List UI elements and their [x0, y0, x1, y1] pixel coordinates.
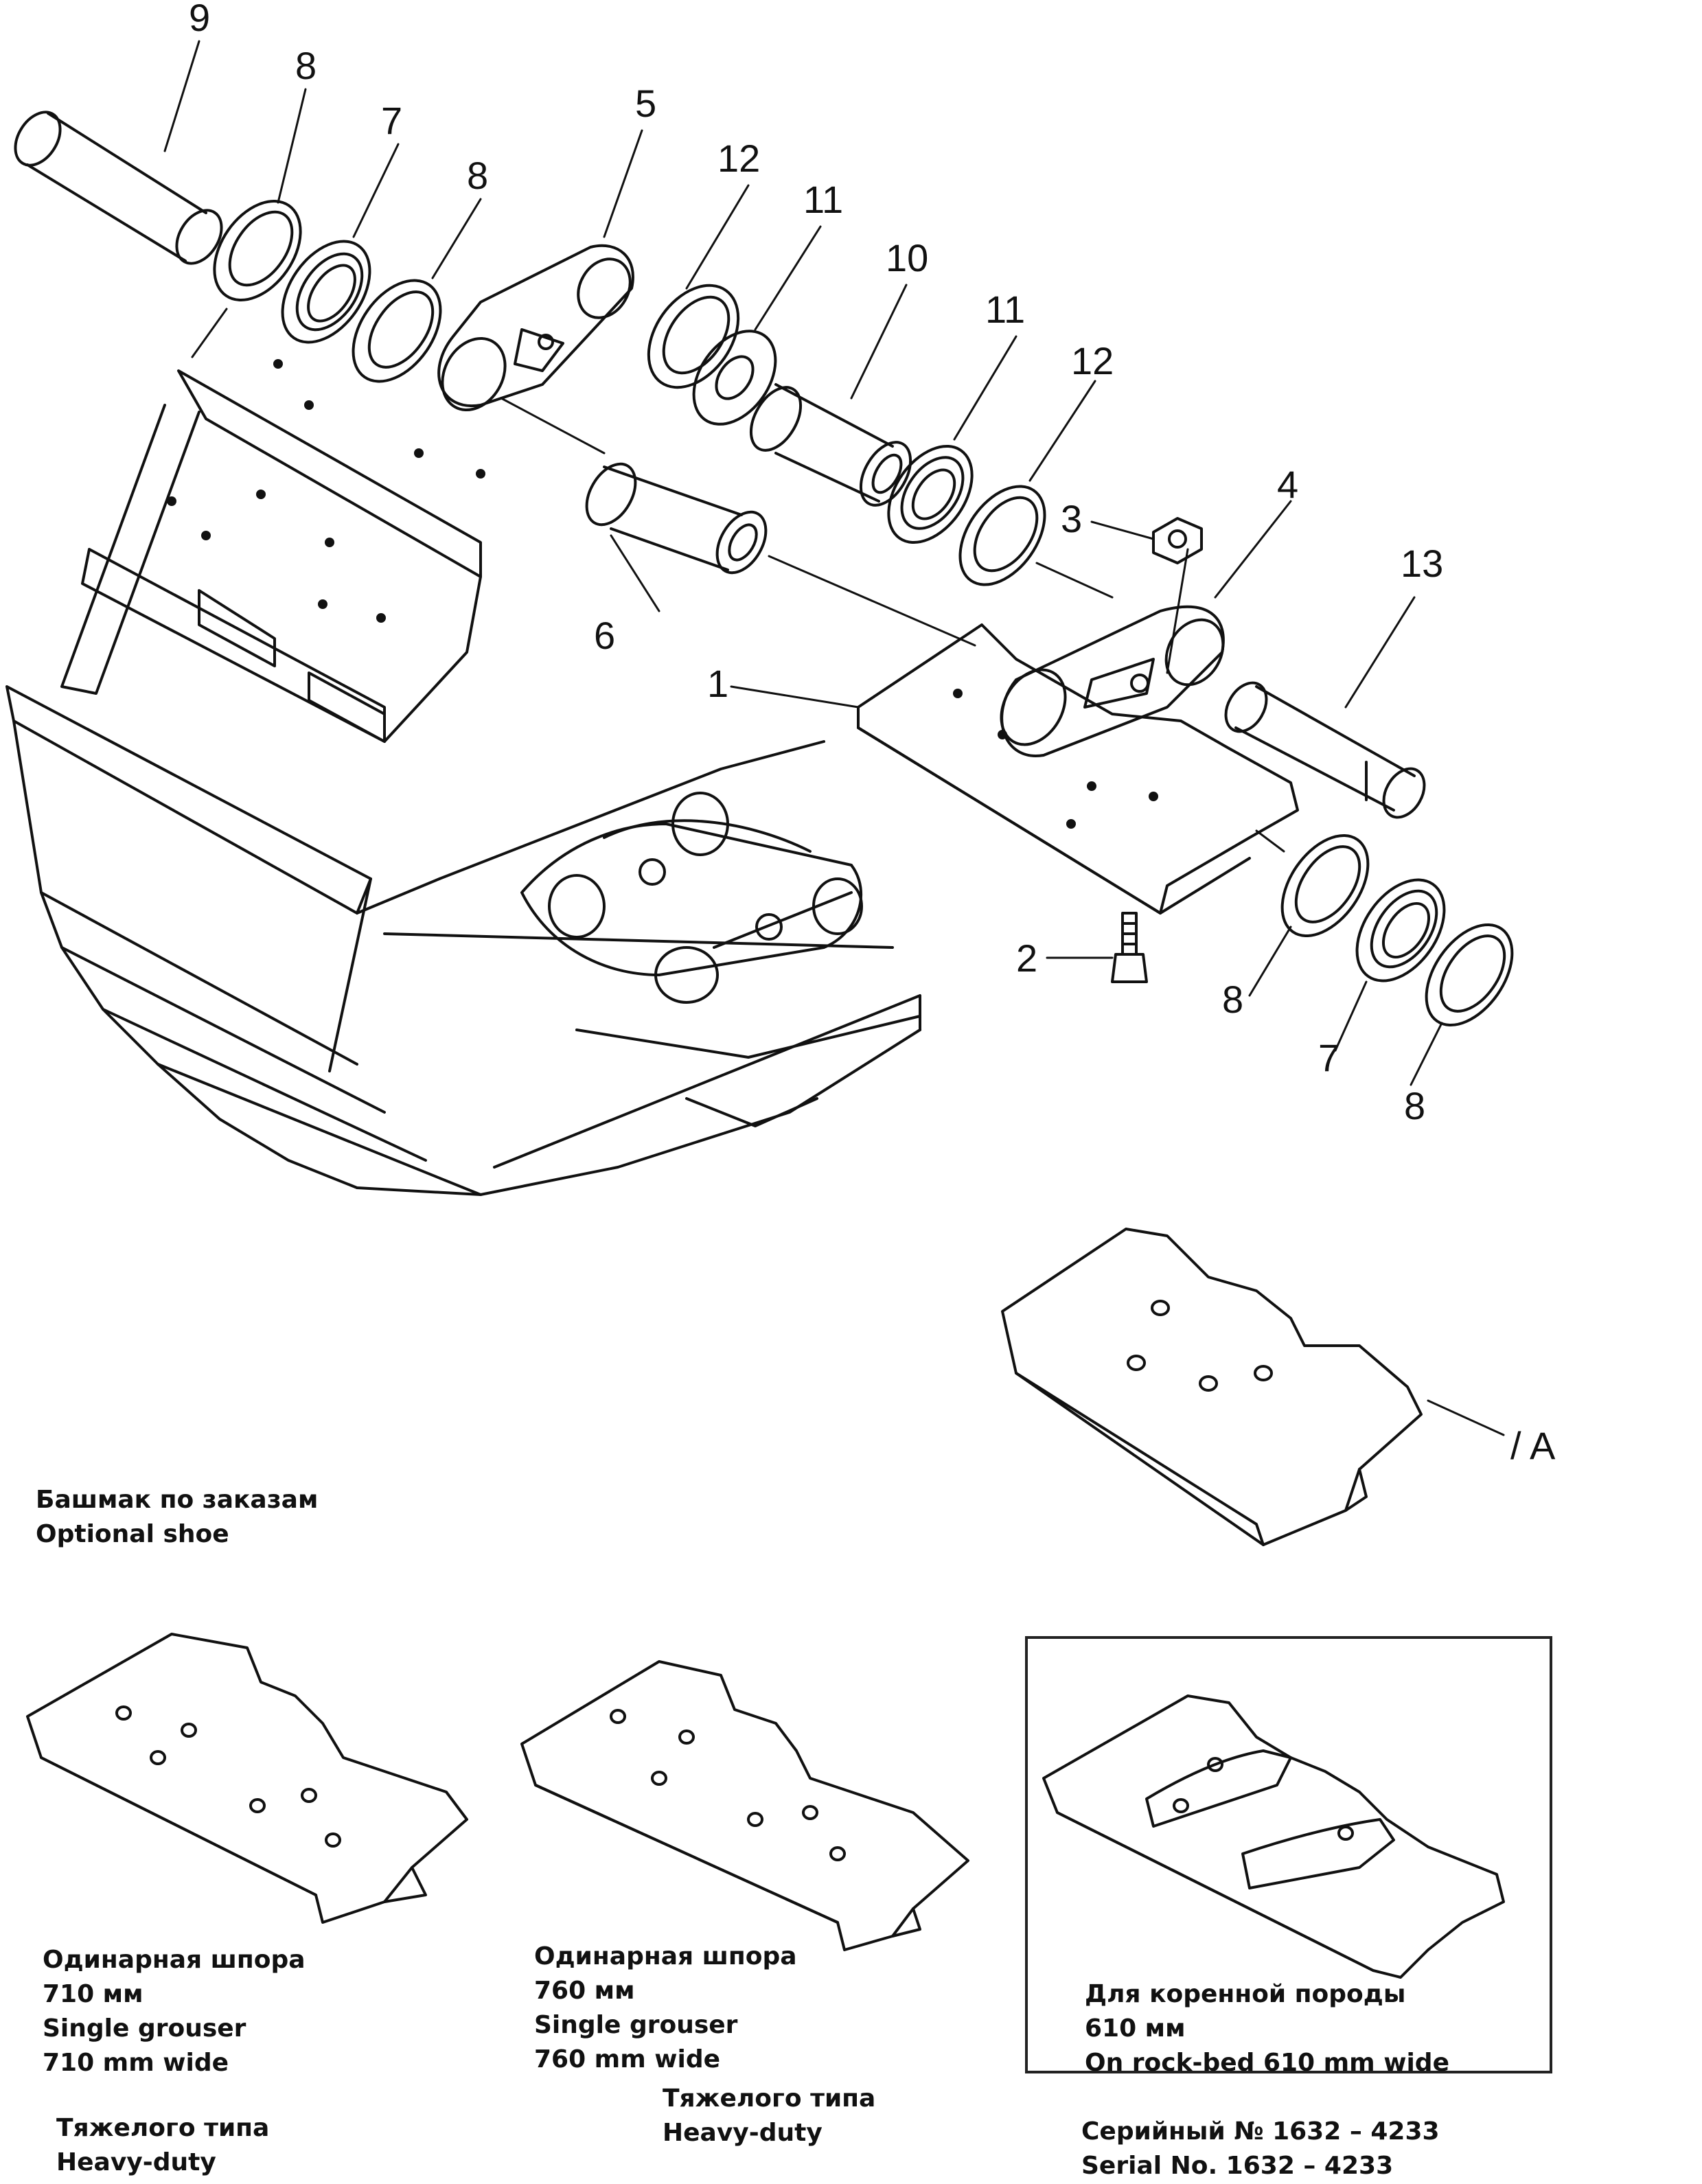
callout-5: 5: [635, 82, 656, 125]
callout-11-a: 11: [803, 178, 843, 221]
leader-lines: [163, 40, 1443, 1086]
callout-7-b: 7: [1318, 1036, 1339, 1079]
callout-1: 1: [707, 662, 728, 705]
shoe-710: [26, 1633, 468, 1924]
caption-optional-shoe: Башмак по заказам Optional shoe: [36, 1483, 318, 1552]
part-7-bushing-seal-lower: [1355, 878, 1446, 982]
part-4-link: [1000, 605, 1225, 757]
caption-serial-ru: Серийный № 1632 – 4233: [1081, 2117, 1440, 2146]
caption-shoe-710: Одинарная шпора 710 мм Single grouser 71…: [43, 1943, 306, 2080]
caption-heavy-duty-left-ru: Тяжелого типа: [56, 2114, 270, 2142]
caption-heavy-duty-middle-ru: Тяжелого типа: [663, 2084, 876, 2113]
callout-4: 4: [1277, 463, 1298, 506]
part-7-bushing-seal-upper: [281, 240, 371, 344]
caption-heavy-duty-left: Тяжелого типа Heavy-duty: [56, 2111, 269, 2180]
part-8-seal-upper-left: [213, 199, 302, 302]
part-9-pin: [14, 111, 223, 265]
shoe-rock-bed: [1042, 1694, 1505, 1979]
part-11-spacer-lower: [887, 444, 974, 544]
part-11-spacer-upper: [692, 330, 777, 426]
caption-shoe-710-en: Single grouser: [43, 2014, 246, 2043]
caption-shoe-760-en-size: 760 mm wide: [534, 2045, 721, 2073]
callout-10: 10: [886, 236, 928, 279]
caption-shoe-760: Одинарная шпора 760 мм Single grouser 76…: [534, 1940, 797, 2077]
callout-8-b: 8: [467, 154, 488, 197]
caption-rock-bed-ru-size: 610 мм: [1085, 2014, 1186, 2043]
callout-12-a: 12: [717, 137, 760, 180]
caption-rock-bed: Для коренной породы 610 мм On rock-bed 6…: [1085, 1977, 1449, 2080]
callout-8-c: 8: [1222, 978, 1243, 1021]
part-5-link: [437, 244, 634, 412]
part-8-seal-lower-right: [1425, 923, 1514, 1027]
caption-rock-bed-ru: Для коренной породы: [1085, 1980, 1406, 2008]
caption-heavy-duty-middle: Тяжелого типа Heavy-duty: [663, 2082, 875, 2150]
callout-13: 13: [1401, 542, 1443, 585]
callout-11-b: 11: [985, 288, 1025, 331]
callout-9: 9: [189, 0, 210, 39]
shoe-760: [520, 1660, 969, 1951]
part-13-pin: [1224, 681, 1426, 819]
part-2-bolt: [1111, 912, 1148, 983]
caption-optional-shoe-ru: Башмак по заказам: [36, 1486, 319, 1514]
caption-serial-en: Serial No. 1632 – 4233: [1081, 2152, 1394, 2180]
caption-shoe-760-en: Single grouser: [534, 2011, 738, 2039]
caption-serial: Серийный № 1632 – 4233 Serial No. 1632 –…: [1081, 2115, 1440, 2183]
callout-12-b: 12: [1071, 339, 1114, 382]
callout-3: 3: [1061, 497, 1082, 540]
caption-heavy-duty-left-en: Heavy-duty: [56, 2148, 216, 2176]
caption-heavy-duty-middle-en: Heavy-duty: [663, 2119, 823, 2147]
part-1-shoe: [857, 623, 1299, 915]
caption-rock-bed-en: On rock-bed 610 mm wide: [1085, 2049, 1449, 2077]
part-12-seal-lower: [958, 485, 1046, 586]
part-8-seal-upper-right: [352, 279, 442, 383]
track-assembly: [5, 359, 921, 1196]
assembly-axis-lines: [191, 308, 1285, 853]
part-6-bushing: [585, 462, 768, 575]
part-12-seal-upper: [647, 284, 740, 389]
rock-bed-option-box: [1025, 1636, 1552, 2073]
callout-7-a: 7: [381, 99, 402, 142]
caption-shoe-760-ru-size: 760 мм: [534, 1977, 635, 2005]
caption-optional-shoe-en: Optional shoe: [36, 1520, 229, 1548]
callout-1A: / A: [1510, 1424, 1556, 1467]
caption-shoe-710-ru: Одинарная шпора: [43, 1946, 306, 1974]
caption-shoe-710-en-size: 710 mm wide: [43, 2049, 229, 2077]
part-10-bushing: [749, 383, 912, 507]
caption-shoe-760-ru: Одинарная шпора: [534, 1942, 797, 1970]
callout-labels: 9 8 7 8 5 12 11 10 11 12 3 4 13 6 1 2 8 …: [189, 0, 1556, 1467]
callout-8-a: 8: [295, 44, 317, 87]
shoe-1A: [1001, 1228, 1505, 1546]
callout-2: 2: [1016, 936, 1037, 980]
callout-8-d: 8: [1404, 1084, 1425, 1127]
part-8-seal-lower-left: [1280, 834, 1370, 938]
part-3-nut: [1152, 517, 1203, 564]
callout-6: 6: [594, 614, 615, 657]
caption-shoe-710-ru-size: 710 мм: [43, 1980, 143, 2008]
